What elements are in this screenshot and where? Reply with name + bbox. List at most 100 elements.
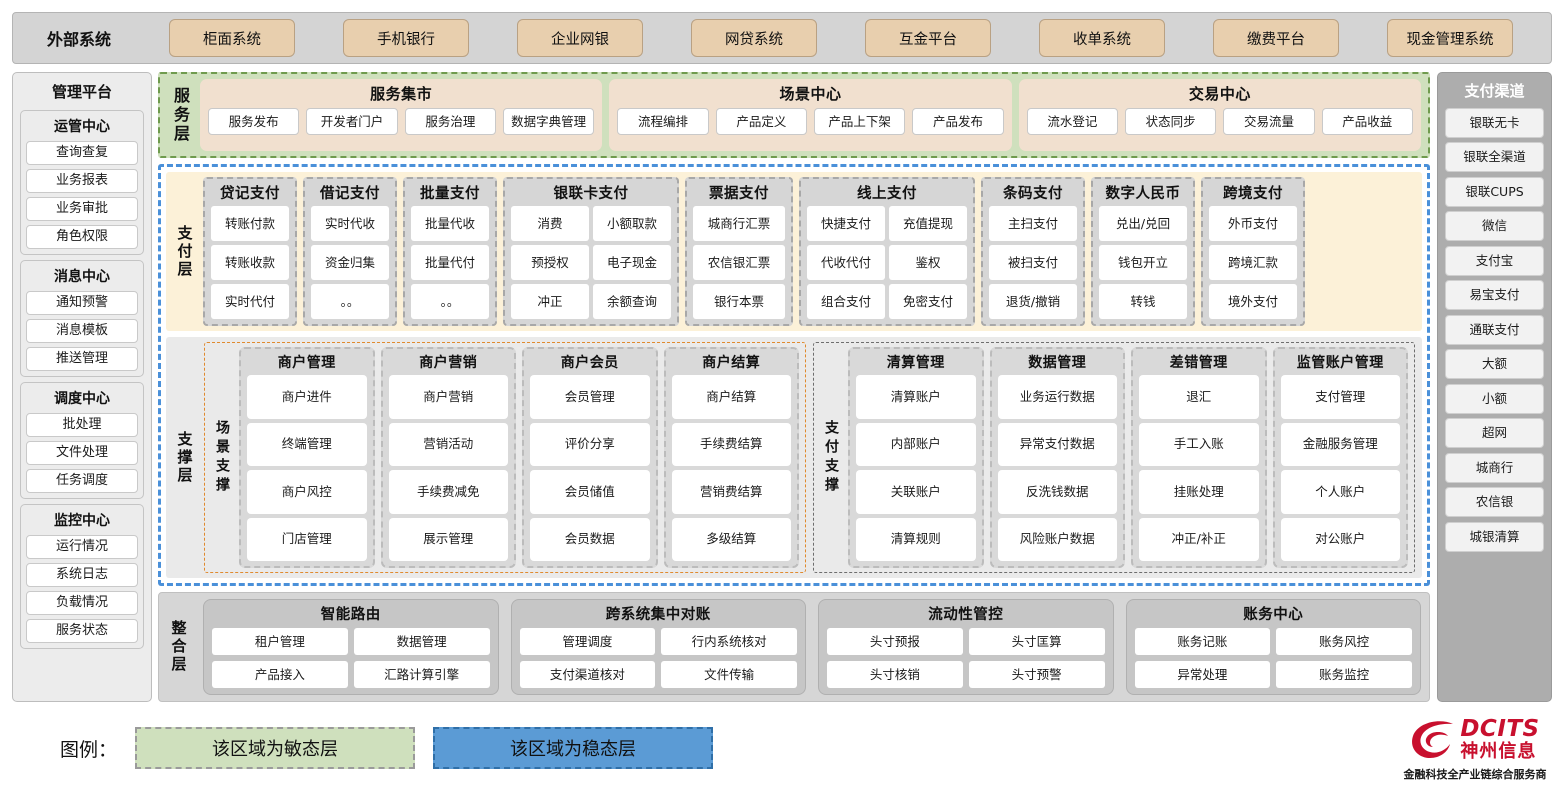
management-item[interactable]: 推送管理 (26, 347, 138, 371)
payment-item[interactable]: 批量代收 (411, 206, 489, 241)
support-item[interactable]: 多级结算 (671, 517, 791, 561)
service-item[interactable]: 产品发布 (912, 108, 1004, 135)
service-item[interactable]: 服务发布 (208, 108, 300, 135)
external-system-chip[interactable]: 收单系统 (1039, 19, 1165, 57)
support-item[interactable]: 对公账户 (1280, 517, 1400, 561)
support-item[interactable]: 清算账户 (856, 375, 976, 419)
payment-item[interactable]: 银行本票 (693, 284, 785, 319)
service-item[interactable]: 流程编排 (617, 108, 709, 135)
payment-item[interactable]: 消费 (511, 206, 589, 241)
support-item[interactable]: 业务运行数据 (997, 375, 1117, 419)
support-item[interactable]: 清算规则 (856, 517, 976, 561)
payment-item[interactable]: 转钱 (1099, 284, 1187, 319)
management-item[interactable]: 文件处理 (26, 441, 138, 465)
payment-item[interactable]: 主扫支付 (989, 206, 1077, 241)
service-item[interactable]: 开发者门户 (306, 108, 398, 135)
payment-item[interactable]: 鉴权 (889, 245, 967, 280)
payment-item[interactable]: 资金归集 (311, 245, 389, 280)
payment-item[interactable]: 境外支付 (1209, 284, 1297, 319)
support-item[interactable]: 支付管理 (1280, 375, 1400, 419)
payment-item[interactable]: 充值提现 (889, 206, 967, 241)
management-item[interactable]: 查询查复 (26, 141, 138, 165)
management-item[interactable]: 负载情况 (26, 591, 138, 615)
support-item[interactable]: 手工入账 (1139, 422, 1259, 466)
integration-item[interactable]: 头寸预报 (827, 628, 963, 655)
payment-channel-item[interactable]: 大额 (1445, 349, 1544, 379)
payment-channel-item[interactable]: 小额 (1445, 383, 1544, 414)
payment-item[interactable]: 被扫支付 (989, 245, 1077, 280)
service-item[interactable]: 产品上下架 (813, 108, 906, 135)
support-item[interactable]: 展示管理 (388, 517, 508, 561)
integration-item[interactable]: 管理调度 (519, 628, 656, 655)
management-item[interactable]: 任务调度 (26, 469, 138, 493)
payment-channel-item[interactable]: 支付宝 (1445, 245, 1544, 276)
payment-item[interactable]: 跨境汇款 (1209, 245, 1297, 280)
service-item[interactable]: 流水登记 (1026, 108, 1118, 135)
service-item[interactable]: 产品定义 (715, 108, 807, 135)
external-system-chip[interactable]: 企业网银 (517, 19, 643, 57)
payment-channel-item[interactable]: 银联无卡 (1445, 107, 1544, 138)
external-system-chip[interactable]: 柜面系统 (169, 19, 295, 57)
management-item[interactable]: 业务报表 (26, 169, 138, 193)
external-system-chip[interactable]: 手机银行 (343, 19, 469, 57)
management-item[interactable]: 系统日志 (26, 563, 138, 587)
management-item[interactable]: 通知预警 (26, 291, 138, 315)
payment-item[interactable]: 批量代付 (411, 245, 489, 280)
payment-item[interactable]: 。。 (311, 284, 389, 319)
integration-item[interactable]: 账务风控 (1276, 628, 1412, 655)
payment-channel-item[interactable]: 银联全渠道 (1445, 142, 1544, 172)
payment-item[interactable]: 城商行汇票 (693, 206, 785, 241)
support-item[interactable]: 冲正/补正 (1139, 517, 1259, 561)
payment-item[interactable]: 电子现金 (593, 245, 671, 280)
integration-item[interactable]: 行内系统核对 (661, 628, 797, 655)
external-system-chip[interactable]: 互金平台 (865, 19, 991, 57)
payment-channel-item[interactable]: 微信 (1445, 211, 1544, 241)
payment-item[interactable]: 快捷支付 (807, 206, 885, 241)
payment-channel-item[interactable]: 城商行 (1445, 452, 1544, 483)
support-item[interactable]: 会员管理 (530, 375, 650, 419)
management-item[interactable]: 批处理 (26, 413, 138, 437)
integration-item[interactable]: 头寸匡算 (968, 628, 1105, 655)
support-item[interactable]: 商户进件 (247, 375, 367, 419)
integration-item[interactable]: 产品接入 (212, 661, 348, 688)
payment-item[interactable]: 转账收款 (211, 245, 289, 280)
support-item[interactable]: 营销费结算 (671, 470, 791, 514)
support-item[interactable]: 反洗钱数据 (997, 470, 1117, 514)
payment-item[interactable]: 小额取款 (593, 206, 671, 241)
payment-item[interactable]: 钱包开立 (1099, 245, 1187, 280)
payment-channel-item[interactable]: 易宝支付 (1445, 280, 1544, 310)
payment-item[interactable]: 。。 (411, 284, 489, 319)
payment-channel-item[interactable]: 农信银 (1445, 487, 1544, 517)
support-item[interactable]: 关联账户 (856, 470, 976, 514)
support-item[interactable]: 商户风控 (247, 470, 367, 514)
support-item[interactable]: 会员数据 (530, 517, 650, 561)
payment-channel-item[interactable]: 城银清算 (1445, 521, 1544, 552)
payment-item[interactable]: 余额查询 (593, 284, 671, 319)
integration-item[interactable]: 账务监控 (1276, 661, 1412, 688)
payment-item[interactable]: 转账付款 (211, 206, 289, 241)
payment-item[interactable]: 代收代付 (807, 245, 885, 280)
support-item[interactable]: 评价分享 (530, 422, 650, 466)
external-system-chip[interactable]: 缴费平台 (1213, 19, 1339, 57)
support-item[interactable]: 门店管理 (247, 517, 367, 561)
payment-item[interactable]: 冲正 (511, 284, 589, 319)
support-item[interactable]: 金融服务管理 (1280, 422, 1400, 466)
payment-channel-item[interactable]: 通联支付 (1445, 314, 1544, 345)
support-item[interactable]: 退汇 (1139, 375, 1259, 419)
integration-item[interactable]: 支付渠道核对 (519, 661, 656, 688)
service-item[interactable]: 交易流量 (1223, 108, 1315, 135)
support-item[interactable]: 风险账户数据 (997, 517, 1117, 561)
external-system-chip[interactable]: 现金管理系统 (1387, 19, 1513, 57)
payment-item[interactable]: 免密支付 (889, 284, 967, 319)
support-item[interactable]: 个人账户 (1280, 470, 1400, 514)
integration-item[interactable]: 异常处理 (1134, 661, 1271, 688)
payment-item[interactable]: 预授权 (511, 245, 589, 280)
support-item[interactable]: 会员储值 (530, 470, 650, 514)
payment-channel-item[interactable]: 超网 (1445, 418, 1544, 448)
support-item[interactable]: 手续费结算 (671, 422, 791, 466)
external-system-chip[interactable]: 网贷系统 (691, 19, 817, 57)
integration-item[interactable]: 头寸核销 (827, 661, 963, 688)
integration-item[interactable]: 文件传输 (661, 661, 797, 688)
support-item[interactable]: 商户结算 (671, 375, 791, 419)
payment-item[interactable]: 实时代付 (211, 284, 289, 319)
